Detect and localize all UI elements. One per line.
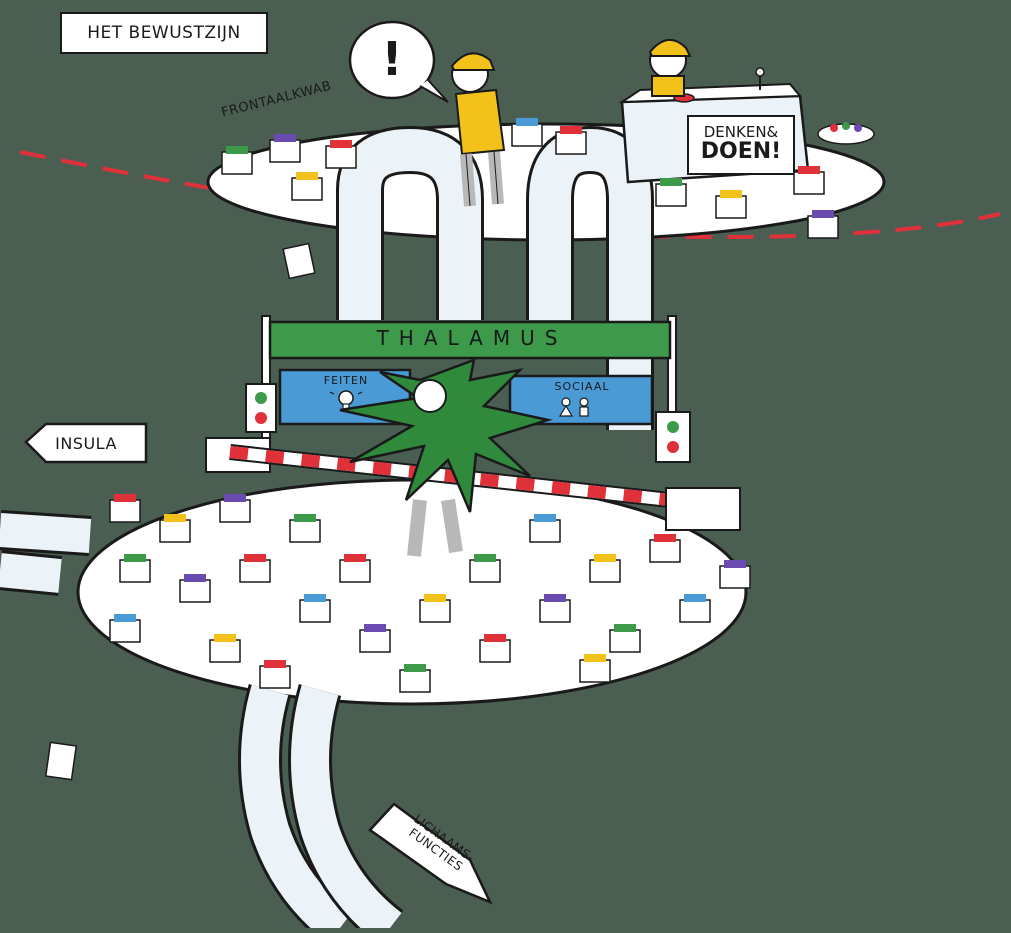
facts-label: FEITEN [282,374,410,387]
insula-label: INSULA [26,424,146,462]
traffic-light-left [246,384,276,432]
exclamation-mark: ! [372,32,412,86]
operator-character [650,40,690,96]
action-sign: DENKEN& DOEN! [688,122,794,162]
title-label: HET BEWUSTZIJN [60,12,268,54]
thalamus-label: THALAMUS [272,326,672,350]
action-sign-line2: DOEN! [688,142,794,162]
traffic-light-right [656,412,690,462]
social-label: SOCIAAL [512,380,652,393]
